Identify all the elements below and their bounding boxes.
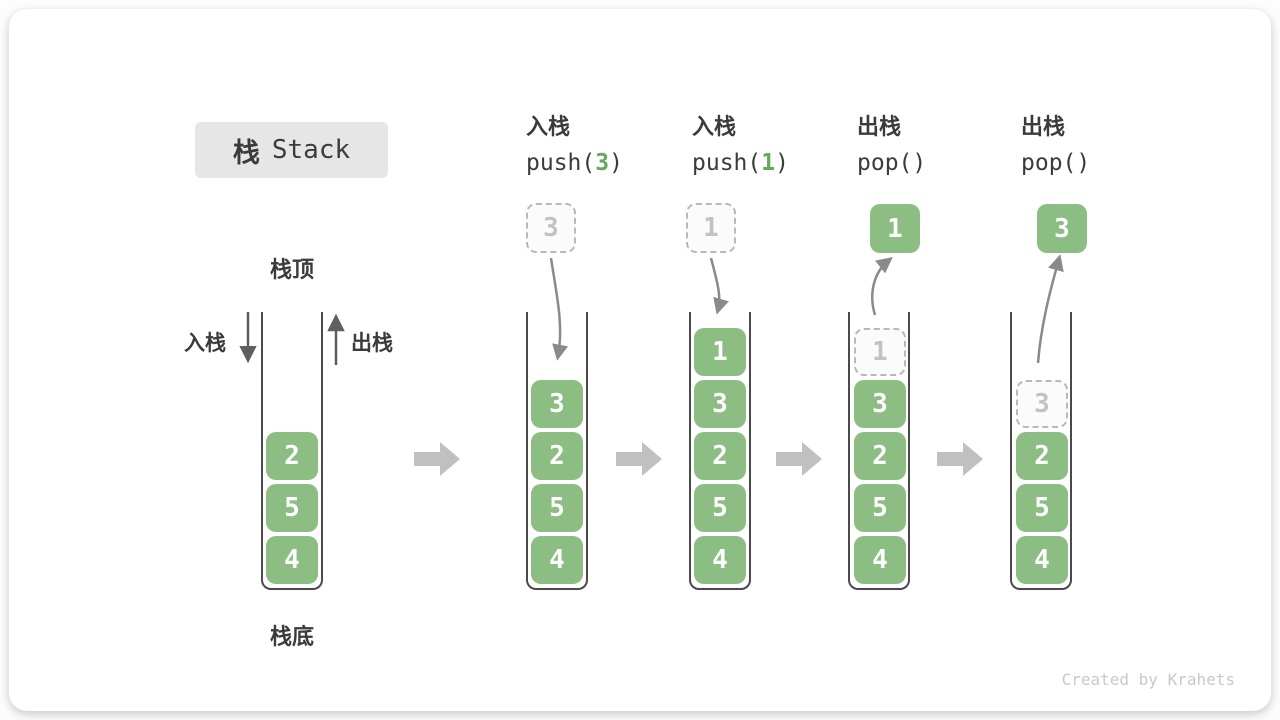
push-1-arrow [709,257,729,315]
stack-4-box-3: 4 [854,536,906,584]
op-label-pop-3: 出栈 pop() [1021,113,1090,178]
code-pre: pop( [1021,150,1077,176]
push-side-label: 入栈 [184,331,226,355]
stack-top-label: 栈顶 [269,258,314,283]
stack-2-box-1: 2 [531,432,583,480]
stack-4-ghost-slot: 1 [854,328,906,376]
code-pre: push( [692,150,762,176]
stack-4-box-0: 3 [854,380,906,428]
code-pre: push( [526,150,596,176]
stack-2-box-0: 3 [531,380,583,428]
stack-3-box-2: 2 [694,432,746,480]
pop-side-label: 出栈 [351,331,393,355]
code-post: ) [775,150,789,176]
stack-3-box-0: 1 [694,328,746,376]
pop-1-arrow [871,256,893,316]
stack-1-box-0: 2 [266,432,318,480]
stack-2-box-3: 4 [531,536,583,584]
stack-5-popped-box: 3 [1037,204,1087,253]
stack-3-box-1: 3 [694,380,746,428]
op-label-pop-1: 出栈 pop() [857,113,926,178]
op-code: push(1) [692,148,789,178]
stack-1-box-1: 5 [266,484,318,532]
step-arrow-1 [414,442,460,476]
stack-3-box-3: 5 [694,484,746,532]
step-arrow-2 [616,442,662,476]
code-post: ) [912,150,927,176]
title-badge: 栈 Stack [195,122,388,178]
op-code: pop() [857,148,926,178]
title-cn: 栈 [232,137,260,169]
code-arg: 1 [761,150,776,176]
op-label-push-1: 入栈 push(1) [692,113,789,178]
stack-4-popped-box: 1 [870,204,920,253]
op-code: pop() [1021,148,1090,178]
op-code: push(3) [526,148,623,178]
stack-2-box-2: 5 [531,484,583,532]
code-arg: 3 [595,150,610,176]
stack-5-box-0: 2 [1016,432,1068,480]
stack-2-incoming-ghost: 3 [526,203,576,253]
op-label-push-3: 入栈 push(3) [526,113,623,178]
stack-4-box-2: 5 [854,484,906,532]
step-arrow-4 [937,442,983,476]
diagram-card: 栈 Stack 入栈 push(3) 入栈 push(1) 出栈 pop() 出… [9,9,1271,711]
watermark-credit: Created by Krahets [1061,670,1235,689]
stack-3-incoming-ghost: 1 [686,203,736,253]
code-pre: pop( [857,150,913,176]
code-post: ) [1076,150,1091,176]
stack-5-box-1: 5 [1016,484,1068,532]
stack-5-box-2: 4 [1016,536,1068,584]
stack-1-box-2: 4 [266,536,318,584]
step-arrow-3 [776,442,822,476]
op-action: 出栈 [1021,115,1066,140]
code-post: ) [609,150,623,176]
stack-3-box-4: 4 [694,536,746,584]
stack-4-box-1: 2 [854,432,906,480]
op-action: 入栈 [692,115,737,140]
stack-5-ghost-slot: 3 [1016,380,1068,428]
op-action: 入栈 [526,115,571,140]
op-action: 出栈 [857,115,902,140]
stack-bottom-label: 栈底 [269,625,314,650]
title-en: Stack [271,135,351,165]
